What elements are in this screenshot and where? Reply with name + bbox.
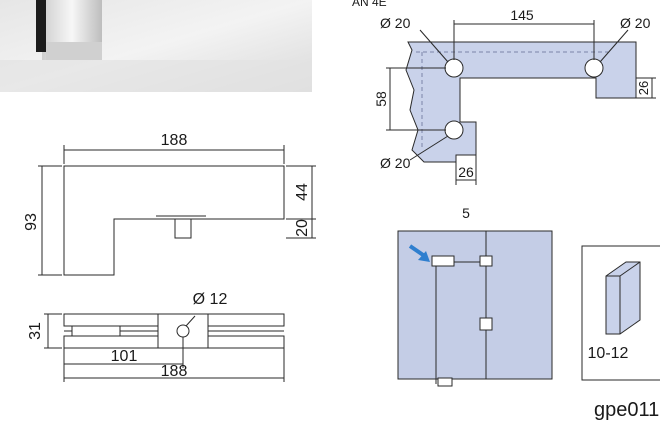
product-photo — [0, 0, 312, 92]
glass-thickness-label: 10-12 — [588, 345, 629, 362]
arrow-icon — [408, 244, 430, 262]
glass-cutout-bottom-notch-label: 26 — [458, 164, 474, 180]
glass-thickness-box — [581, 245, 660, 381]
install-diagram — [397, 230, 553, 387]
top-view-offset-label: 101 — [111, 348, 138, 365]
top-view-hole-label: Ø 12 — [193, 291, 228, 308]
glass-cutout-hole-right-label: Ø 20 — [620, 15, 651, 31]
side-view-bottom-height-label: 20 — [294, 219, 311, 237]
side-view-height-label: 93 — [23, 213, 40, 231]
glass-cutout-right-notch-label: 26 — [636, 81, 651, 95]
side-view-drawing — [38, 145, 316, 276]
glass-cutout-vertical-label: 58 — [373, 91, 389, 107]
glass-cutout-spacing-label: 145 — [510, 7, 534, 23]
top-view-drawing — [44, 313, 285, 382]
product-code: gpe011 — [594, 399, 659, 421]
glass-cutout-drawing — [386, 20, 656, 185]
top-view-height-label: 31 — [27, 322, 44, 340]
glass-cutout-hole-bottom-label: Ø 20 — [380, 155, 411, 171]
top-view-width-label: 188 — [161, 363, 188, 380]
side-view-width-label: 188 — [161, 132, 188, 149]
glass-cutout-hole-left-label: Ø 20 — [380, 15, 411, 31]
install-diagram-label: 5 — [462, 205, 470, 221]
header-fragment: AN 4E — [352, 0, 387, 9]
side-view-top-height-label: 44 — [294, 183, 311, 201]
